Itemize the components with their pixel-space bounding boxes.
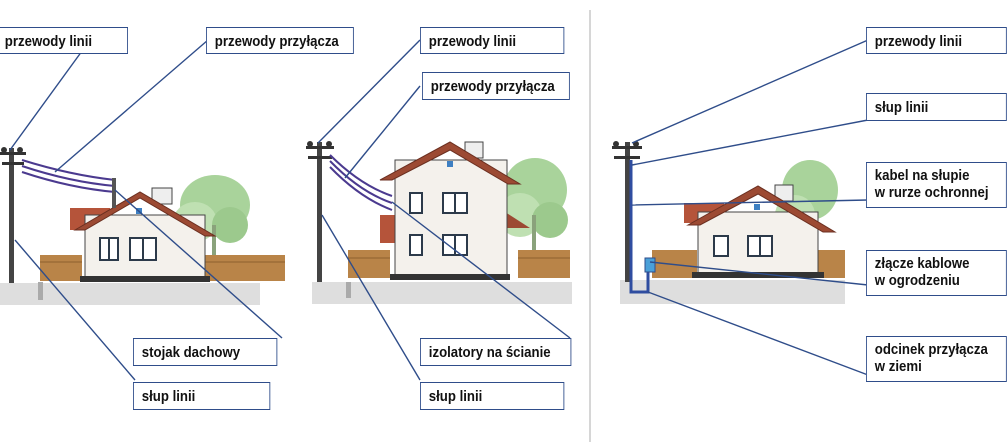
label-przewody-linii-3: przewody linii: [866, 27, 1007, 54]
label-odcinek-line-1: odcinek przyłącza: [874, 341, 988, 358]
scene-house-1: [0, 39, 285, 381]
scene-house-2: [306, 39, 572, 381]
label-odcinek-line-2: w ziemi: [874, 358, 922, 375]
label-odcinek-przylacza: odcinek przyłącza w ziemi: [866, 336, 1007, 382]
label-zlacze-kablowe: złącze kablowe w ogrodzeniu: [866, 250, 1007, 296]
fence-icon: [40, 255, 285, 281]
house-icon: [70, 187, 217, 282]
house-icon: [684, 184, 837, 278]
label-zlacze-line-2: w ogrodzeniu: [874, 272, 960, 289]
label-przewody-przylacza-1: przewody przyłącza: [206, 27, 354, 54]
label-kabel-na-slupie: kabel na słupie w rurze ochronnej: [866, 162, 1007, 208]
scene-underground: [612, 39, 869, 376]
tree-icon: [498, 158, 568, 265]
ground-strip: [0, 283, 260, 305]
label-kabel-line-2: w rurze ochronnej: [874, 184, 989, 201]
label-przewody-linii-2: przewody linii: [420, 27, 565, 54]
house-icon: [379, 141, 530, 280]
label-zlacze-line-1: złącze kablowe: [874, 255, 970, 272]
utility-pole-icon: [0, 147, 43, 300]
label-kabel-line-1: kabel na słupie: [874, 167, 970, 184]
utility-pole-icon: [612, 141, 642, 282]
label-slup-linii-3: słup linii: [866, 93, 1007, 121]
ground-strip: [620, 280, 845, 304]
fence-icon: [348, 250, 570, 278]
label-slup-linii-2: słup linii: [420, 382, 565, 410]
leader-lines-house-1: [9, 39, 283, 381]
ground-strip: [312, 282, 572, 304]
label-stojak-dachowy: stojak dachowy: [133, 338, 278, 366]
fence-icon: [652, 250, 845, 278]
label-slup-linii-1: słup linii: [133, 382, 271, 410]
label-przewody-przylacza-2: przewody przyłącza: [422, 72, 570, 100]
leader-lines-underground: [631, 39, 869, 376]
label-izolatory-na-scianie: izolatory na ścianie: [420, 338, 572, 366]
label-przewody-linii-1: przewody linii: [0, 27, 128, 54]
utility-pole-icon: [306, 141, 351, 298]
leader-lines-house-2: [317, 39, 571, 381]
